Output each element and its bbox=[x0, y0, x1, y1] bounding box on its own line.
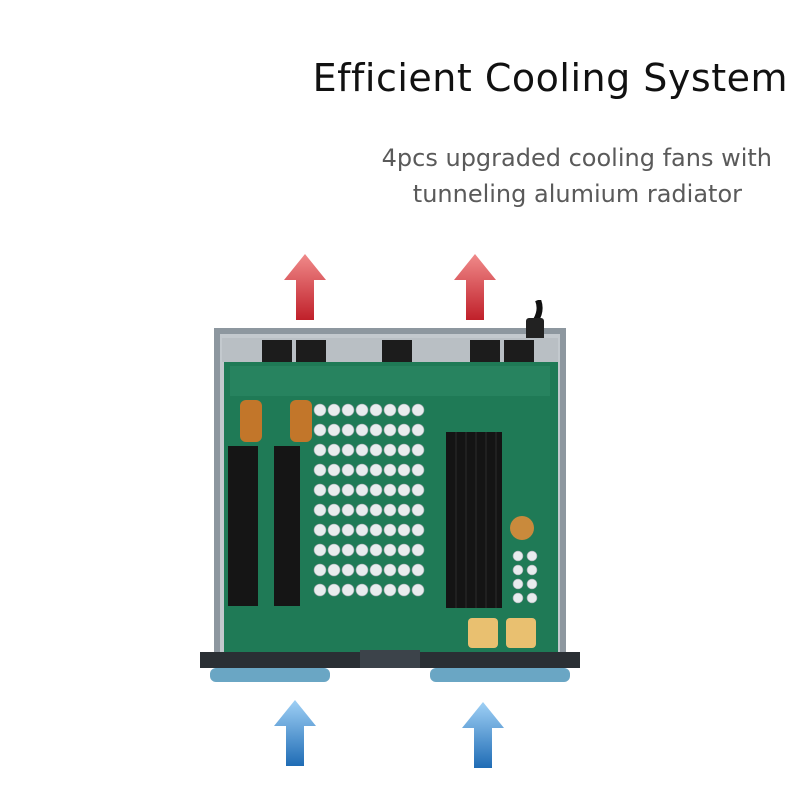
cooling-fans bbox=[262, 340, 534, 362]
feature-description: 4pcs upgraded cooling fans with tunnelin… bbox=[382, 140, 772, 212]
cooling-fan-5 bbox=[504, 340, 534, 362]
cooling-fan-1 bbox=[262, 340, 292, 362]
intake-arrow-left-icon bbox=[274, 700, 316, 766]
page-title: Efficient Cooling System bbox=[312, 56, 788, 100]
intake-arrow-right-icon bbox=[462, 702, 504, 768]
cooling-fan-3 bbox=[382, 340, 412, 362]
cable-plug bbox=[526, 318, 544, 342]
exhaust-arrow-right-icon bbox=[454, 254, 496, 320]
io-connectors bbox=[360, 650, 420, 668]
front-handle-right bbox=[430, 668, 570, 682]
exhaust-arrow-left-icon bbox=[284, 254, 326, 320]
description-line-1: 4pcs upgraded cooling fans with bbox=[381, 144, 772, 172]
cooling-fan-4 bbox=[470, 340, 500, 362]
capacitor-bank bbox=[313, 403, 538, 604]
front-handle-left bbox=[210, 668, 330, 682]
description-line-2: tunneling alumium radiator bbox=[412, 180, 742, 208]
cooling-fan-2 bbox=[296, 340, 326, 362]
pcb-top-area bbox=[230, 366, 550, 396]
amplifier-interior-photo bbox=[200, 300, 580, 682]
heatsink-radiators bbox=[228, 432, 502, 608]
copper-coils bbox=[240, 400, 536, 648]
power-cable bbox=[533, 300, 543, 322]
